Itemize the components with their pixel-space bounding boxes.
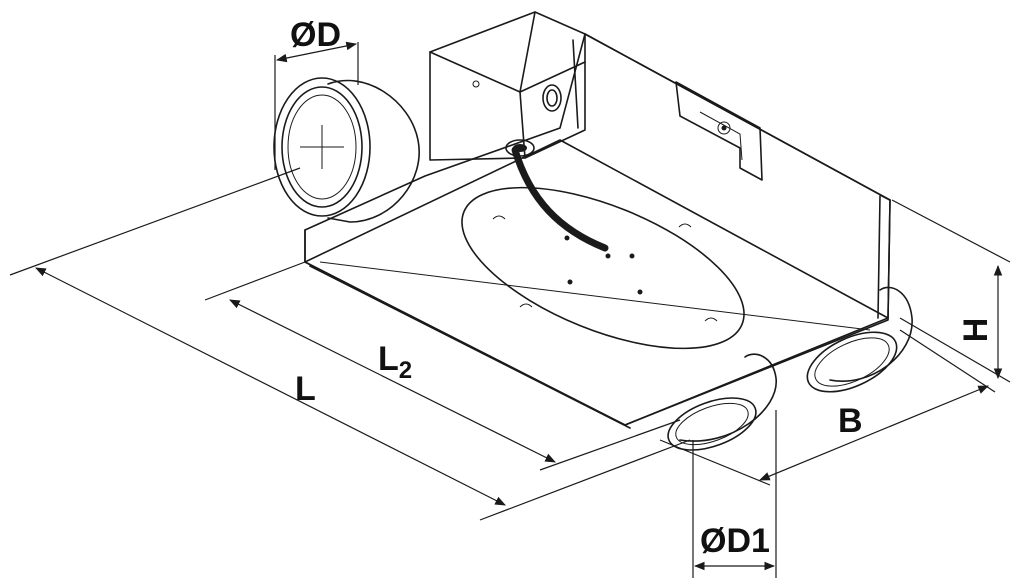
dimension-L: L <box>9 167 691 521</box>
power-cable <box>511 146 609 252</box>
label-length-L2: L2 <box>378 340 412 384</box>
dimension-L2: L2 <box>204 261 681 471</box>
dimension-D: ØD <box>274 16 359 170</box>
label-diameter-D1: ØD1 <box>700 522 770 560</box>
dimension-D1: ØD1 <box>692 410 777 578</box>
inlet-spigot <box>273 77 420 223</box>
mounting-bracket <box>675 81 763 181</box>
dimension-B: B <box>659 329 996 486</box>
label-width-B: B <box>838 402 863 440</box>
outlet-spigot-right <box>806 286 913 393</box>
label-height-H: H <box>957 318 995 343</box>
label-diameter-D: ØD <box>290 16 341 54</box>
terminal-box <box>429 11 586 161</box>
access-plate <box>461 186 745 350</box>
label-length-L: L <box>295 370 316 408</box>
dimension-H: H <box>891 199 1011 383</box>
